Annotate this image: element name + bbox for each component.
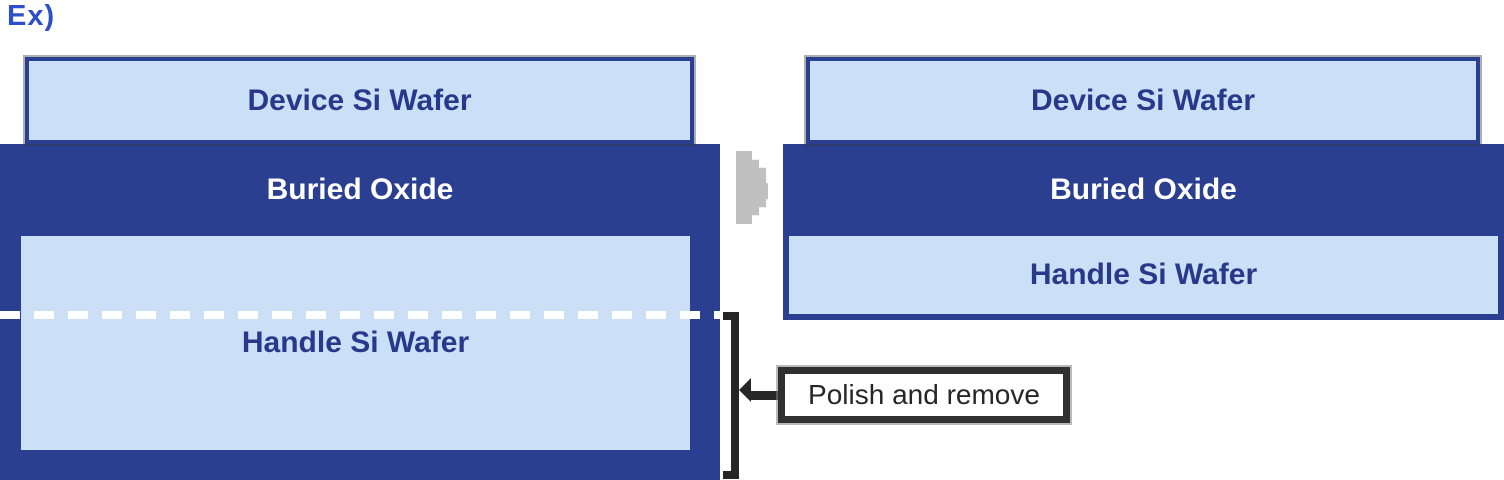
before-buried-layer-label: Buried Oxide — [266, 173, 454, 206]
before-buried-oxide-layer: Buried Oxide — [0, 144, 720, 236]
removal-bracket-icon — [723, 312, 739, 479]
transform-arrow-icon — [736, 151, 768, 224]
polish-callout-label: Polish and remove — [808, 379, 1040, 410]
polish-cut-dashed-line — [0, 311, 724, 319]
before-handle-layer-label: Handle Si Wafer — [241, 326, 470, 359]
connector-stem — [750, 391, 779, 400]
after-buried-layer-label: Buried Oxide — [1050, 173, 1237, 206]
before-device-layer-label: Device Si Wafer — [247, 83, 472, 117]
example-label: Ex) — [7, 0, 56, 32]
before-device-si-wafer-layer: Device Si Wafer — [25, 57, 694, 144]
after-device-si-wafer-layer: Device Si Wafer — [806, 57, 1480, 144]
after-buried-oxide-layer: Buried Oxide — [783, 144, 1504, 236]
polish-and-remove-callout: Polish and remove — [778, 367, 1070, 423]
after-handle-si-wafer-layer: Handle Si Wafer — [789, 236, 1498, 314]
after-handle-layer-label: Handle Si Wafer — [1029, 258, 1258, 291]
before-handle-si-wafer-layer: Handle Si Wafer — [21, 236, 690, 450]
after-device-layer-label: Device Si Wafer — [1031, 83, 1255, 117]
